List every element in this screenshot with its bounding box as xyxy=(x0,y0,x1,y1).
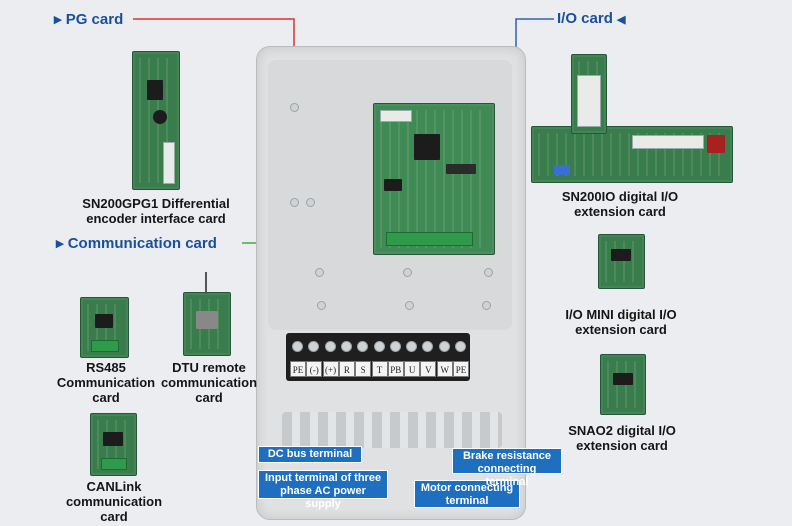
terminal-label: S xyxy=(355,361,372,377)
terminal-screw-icon xyxy=(324,341,336,352)
terminal-label: PB xyxy=(387,361,404,377)
io-card-title: I/O card ◀ xyxy=(557,10,626,27)
bottom-vents xyxy=(282,412,502,448)
terminal-screw-icon xyxy=(357,341,369,352)
terminal-screw-icon xyxy=(373,341,385,352)
sn200io-label: SN200IO digital I/O extension card xyxy=(561,189,679,219)
canlink-card-image xyxy=(90,413,137,476)
communication-card-title-text: Communication card xyxy=(67,235,217,252)
dc-bus-callout: DC bus terminal xyxy=(258,446,362,463)
sn200gpg1-label: SN200GPG1 Differential encoder interface… xyxy=(82,196,230,226)
dtu-antenna xyxy=(205,272,207,294)
terminal-label: T xyxy=(371,361,388,377)
screw-icon xyxy=(484,268,493,277)
main-control-board xyxy=(373,103,495,255)
sn200io-card-riser xyxy=(571,54,607,134)
io-mini-label: I/O MINI digital I/O extension card xyxy=(565,307,677,337)
rs485-card-image xyxy=(80,297,129,358)
terminal-label: PE xyxy=(453,361,469,377)
canlink-label: CANLink communication card xyxy=(65,479,163,524)
screw-icon xyxy=(405,301,414,310)
screw-icon xyxy=(317,301,326,310)
screw-icon xyxy=(315,268,324,277)
terminal-label: U xyxy=(404,361,421,377)
dtu-card-image xyxy=(183,292,231,356)
io-mini-card-image xyxy=(598,234,645,289)
terminal-label: V xyxy=(420,361,437,377)
sn200io-card-image xyxy=(531,126,733,183)
terminal-screw-icon xyxy=(292,341,303,352)
pg-card-image xyxy=(132,51,180,190)
screw-icon xyxy=(306,198,315,207)
terminal-screw-icon xyxy=(406,341,418,352)
terminal-label: (-) xyxy=(306,361,323,377)
screw-icon xyxy=(290,103,299,112)
input-terminal-callout: Input terminal of three phase AC power s… xyxy=(258,470,388,510)
terminal-label: (+) xyxy=(322,361,339,377)
terminal-screw-icon xyxy=(340,341,352,352)
screw-icon xyxy=(403,268,412,277)
terminal-screw-icon xyxy=(308,341,320,352)
terminal-screw-icon xyxy=(389,341,401,352)
terminal-screw-icon xyxy=(455,341,466,352)
terminal-label: PE xyxy=(290,361,306,377)
terminal-screw-icon xyxy=(438,341,450,352)
screw-icon xyxy=(290,198,299,207)
rs485-label: RS485 Communication card xyxy=(56,360,156,405)
terminal-label: R xyxy=(338,361,355,377)
brake-terminal-callout: Brake resistance connecting terminal xyxy=(452,448,562,488)
terminal-label: W xyxy=(436,361,453,377)
dtu-label: DTU remote communication card xyxy=(160,360,258,405)
terminal-screw-icon xyxy=(422,341,434,352)
pg-card-title: ▸ PG card xyxy=(54,11,124,28)
communication-card-title: ▸ Communication card xyxy=(56,235,217,252)
pg-card-title-text: PG card xyxy=(65,11,124,28)
io-card-title-text: I/O card xyxy=(557,10,613,27)
screw-icon xyxy=(482,301,491,310)
motor-terminal-callout: Motor connecting terminal xyxy=(414,480,520,508)
snao2-label: SNAO2 digital I/O extension card xyxy=(568,423,676,453)
snao2-card-image xyxy=(600,354,646,415)
